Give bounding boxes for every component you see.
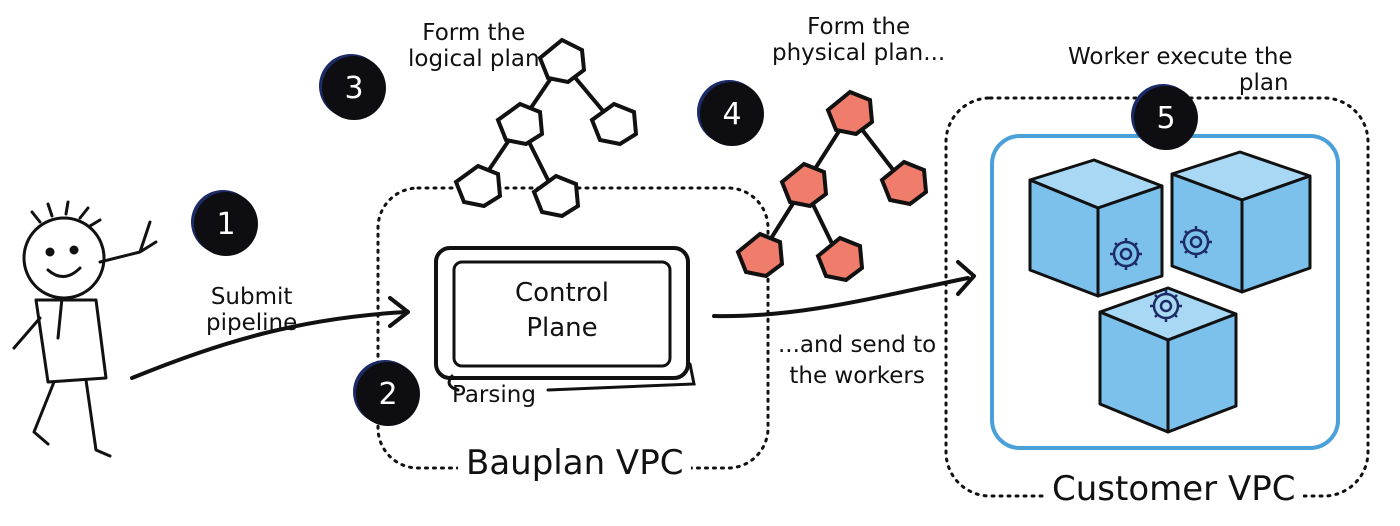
step-5-label: Worker execute the plan — [1068, 44, 1293, 97]
logical-node — [589, 101, 639, 147]
control-plane-outer-box — [434, 246, 690, 380]
step-badge-5: 5 — [1134, 86, 1198, 150]
step-badge-4: 4 — [700, 82, 764, 146]
physical-node — [879, 159, 929, 207]
physical-node — [825, 89, 875, 137]
bauplan-vpc-label: Bauplan VPC — [458, 443, 692, 484]
worker-cube-bottom — [1098, 286, 1238, 434]
logical-node — [453, 163, 503, 209]
logical-plan-tree — [453, 37, 639, 219]
control-plane-inner-box — [452, 260, 672, 368]
logical-node — [531, 173, 581, 219]
send-arrowhead — [956, 260, 976, 296]
step-2-label: Parsing — [452, 382, 536, 408]
submit-arrowhead — [388, 296, 410, 328]
worker-cube-left — [1028, 158, 1164, 298]
user-stick-figure-icon — [12, 200, 158, 458]
physical-node — [735, 231, 785, 279]
physical-node — [815, 235, 865, 283]
customer-vpc-label: Customer VPC — [1044, 469, 1304, 510]
step-badge-3: 3 — [322, 56, 386, 120]
parsing-underline — [447, 362, 696, 392]
send-arrow — [712, 276, 970, 319]
step-badge-1: 1 — [194, 192, 258, 256]
control-plane-label: Control Plane — [515, 278, 609, 344]
gear-icon — [1150, 290, 1182, 322]
logical-node — [537, 37, 587, 85]
physical-node — [779, 161, 829, 209]
gear-icon — [1110, 238, 1142, 270]
logical-node — [495, 101, 545, 147]
step-4-label: Form the physical plan... — [772, 14, 946, 67]
worker-cube-right — [1170, 150, 1312, 294]
submit-arrow — [130, 310, 408, 380]
physical-plan-tree — [735, 89, 929, 283]
send-to-workers-label: ...and send to the workers — [778, 332, 937, 390]
step-3-label: Form the logical plan — [408, 20, 540, 73]
step-badge-2: 2 — [356, 362, 420, 426]
step-1-label: Submit pipeline — [206, 284, 298, 337]
gear-icon — [1180, 226, 1212, 258]
